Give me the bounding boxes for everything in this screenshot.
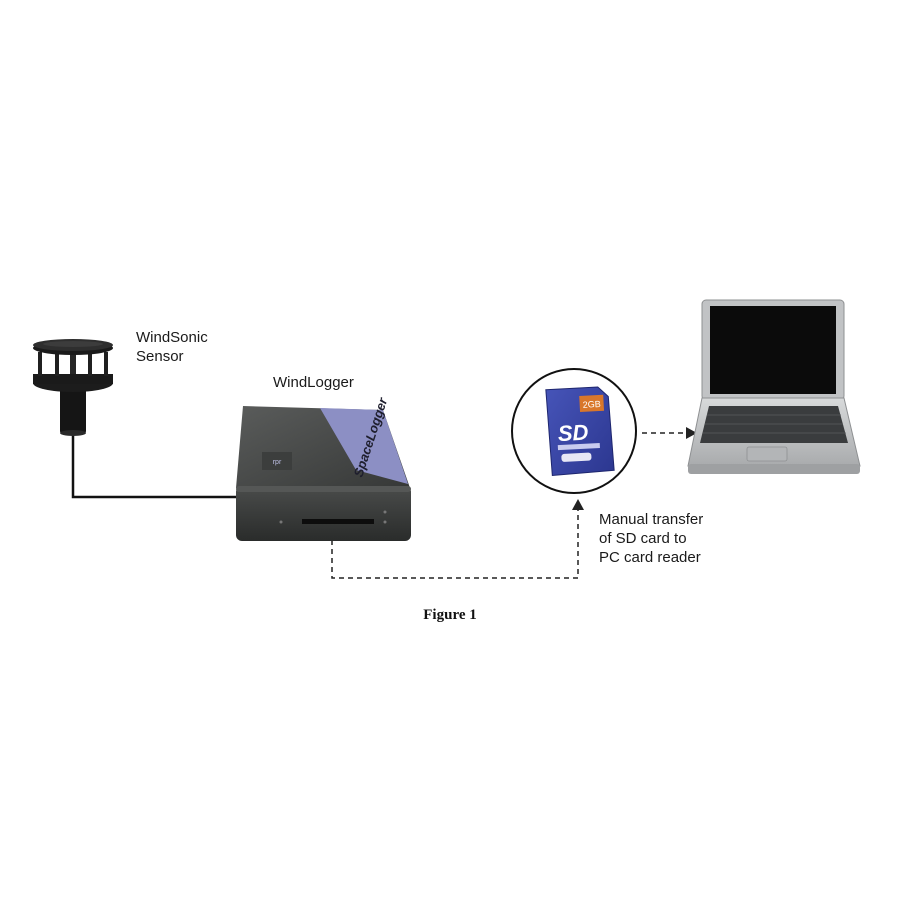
sensor-label-line-1: WindSonic	[136, 329, 208, 346]
laptop-keyboard	[700, 406, 848, 443]
sd-logo: SD	[557, 420, 589, 447]
sensor-cable	[71, 432, 238, 499]
transfer-label-line-2: of SD card to	[599, 530, 687, 547]
laptop-arrowhead	[686, 427, 697, 439]
logger-stripe	[320, 408, 408, 484]
laptop-icon	[687, 299, 861, 474]
sensor-label-line-2: Sensor	[136, 348, 184, 365]
sd-arrowhead	[572, 499, 584, 510]
sd-card-icon: 2GB SD	[545, 386, 615, 477]
windlogger-device-icon: rpr SpaceLogger	[236, 395, 411, 541]
transfer-label: Manual transfer of SD card to PC card re…	[599, 510, 703, 567]
figure-caption: Figure 1	[423, 607, 477, 623]
windsonic-sensor-icon	[33, 339, 113, 436]
laptop-screen	[710, 306, 836, 394]
transfer-label-line-3: PC card reader	[599, 549, 701, 566]
logger-logo: rpr	[273, 459, 282, 466]
sensor-label: WindSonic Sensor	[136, 328, 208, 366]
laptop-touchpad	[746, 446, 788, 462]
logger-to-sd-dashed-path	[331, 508, 579, 579]
sd-capacity-label: 2GB	[582, 399, 601, 410]
sd-card-magnifier: 2GB SD	[511, 368, 637, 494]
logger-label: WindLogger	[273, 374, 354, 391]
logger-sd-slot	[302, 519, 374, 524]
transfer-label-line-1: Manual transfer	[599, 511, 704, 528]
